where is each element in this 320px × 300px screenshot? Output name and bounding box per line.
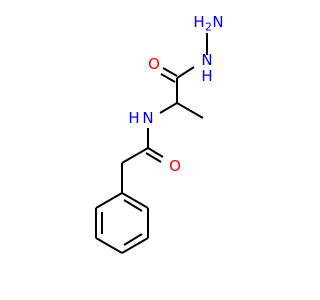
- structure-drawing: H 2 N N H O H N O: [95, 13, 224, 254]
- bond-c-o-bottom-2: [145, 152, 162, 163]
- atom-o-top: O: [148, 55, 160, 73]
- bond-alpha-nh-amide: [159, 102, 178, 114]
- atom-h-hydrazide: H: [201, 67, 212, 85]
- bond-carbonyl-ch2: [121, 147, 149, 164]
- ring-bond-3: [121, 237, 149, 254]
- ring-bond-4: [95, 237, 123, 254]
- atom-labels: H 2 N N H O H N O: [128, 13, 223, 175]
- atom-o-bottom: O: [169, 157, 181, 175]
- ring-bond-1: [121, 192, 149, 209]
- ring-inner-bond-2: [123, 233, 143, 246]
- molecule-canvas: H 2 N N H O H N O: [95, 13, 224, 254]
- atom-h-amide: H: [128, 109, 139, 127]
- atom-h-terminal: H: [193, 13, 204, 31]
- bond-alpha-methyl: [176, 102, 204, 119]
- bond-c-o-top-1: [162, 67, 178, 77]
- ring-bond-6: [95, 192, 123, 209]
- bonds: [95, 33, 208, 254]
- atom-n-hydrazide: N: [201, 51, 212, 69]
- bond-c-o-top-2: [160, 73, 176, 83]
- atom-h-subscript: 2: [205, 21, 212, 34]
- ring-inner-bond-1: [123, 199, 143, 212]
- atom-n-amide: N: [142, 109, 153, 127]
- bond-c-o-bottom-1: [147, 147, 164, 158]
- bond-c-nh-hydrazide: [176, 66, 195, 79]
- atom-n-terminal: N: [212, 13, 223, 31]
